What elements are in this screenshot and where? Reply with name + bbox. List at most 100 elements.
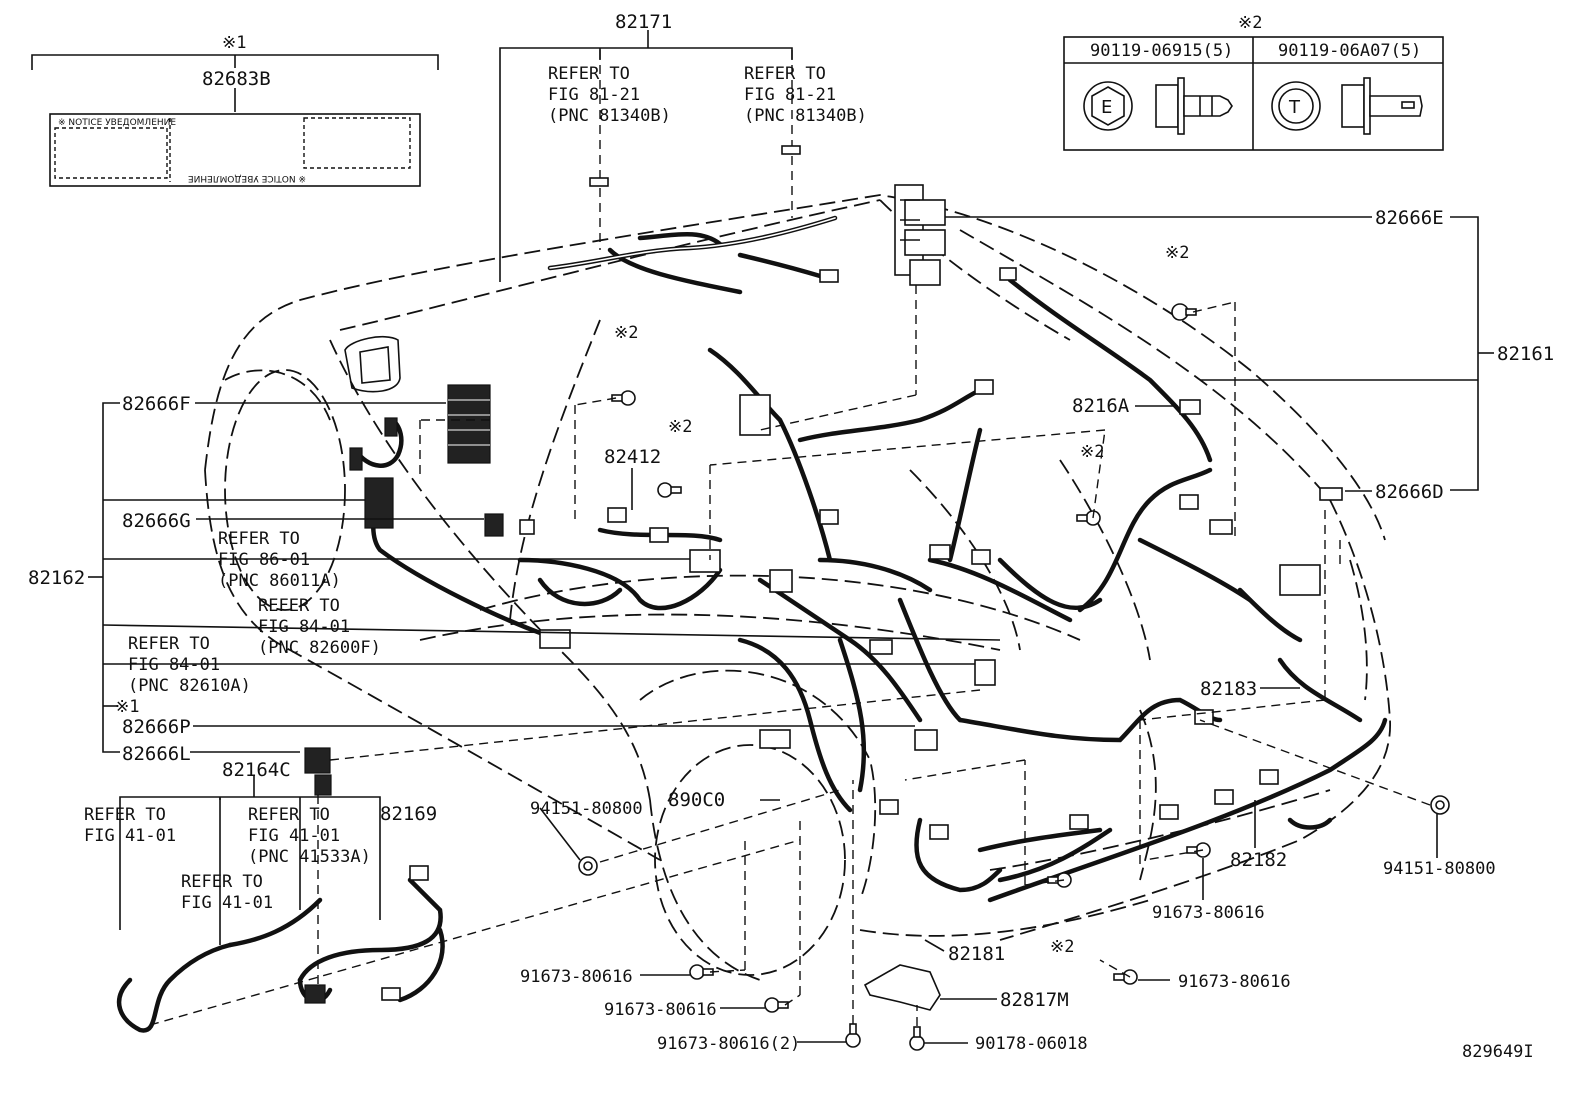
label-82162: 82162 xyxy=(28,567,85,589)
notice-text-top: ※ NOTICE УВЕДОМЛЕНИЕ xyxy=(58,118,176,128)
refer-81-a: REFER TO FIG 81-21 (PNC 81340B) xyxy=(548,64,671,126)
connector-group-center xyxy=(519,267,1321,840)
label-94151-left: 94151-80800 xyxy=(530,799,643,819)
harness-roof-82171 xyxy=(547,215,838,295)
label-82683B: 82683B xyxy=(202,68,271,90)
refer-84-a-l3: (PNC 82600F) xyxy=(258,638,381,658)
refer-86-l2: FIG 86-01 xyxy=(218,550,310,570)
label-91673-r1: 91673-80616 xyxy=(1152,903,1265,923)
label-82412: 82412 xyxy=(604,446,661,468)
label-91673-r2: 91673-80616 xyxy=(1178,972,1291,992)
bolt-table: 90119-06915(5) 90119-06A07(5) E T xyxy=(1063,36,1444,151)
label-82666E: 82666E xyxy=(1375,207,1444,229)
bolt-e-mark: E xyxy=(1101,97,1112,118)
label-890C0: 890C0 xyxy=(668,789,725,811)
label-82182: 82182 xyxy=(1230,849,1287,871)
harness-center xyxy=(707,347,1073,813)
refer-41-b-l2: FIG 41-01 xyxy=(248,826,340,846)
refer-41-c-l1: REFER TO xyxy=(181,872,263,892)
label-82666P: 82666P xyxy=(122,716,191,738)
label-mark2-a: ※2 xyxy=(1165,243,1189,263)
label-82161: 82161 xyxy=(1497,343,1554,365)
refer-81-a-l3: (PNC 81340B) xyxy=(548,106,671,126)
refer-84-b-l2: FIG 84-01 xyxy=(128,655,220,675)
refer-41-a-l2: FIG 41-01 xyxy=(84,826,176,846)
refer-81-b-l1: REFER TO xyxy=(744,64,826,84)
notice-text-bottom: ※ NOTICE УВЕДОМЛЕНИЕ xyxy=(188,173,306,183)
bolt-table-col2-header: 90119-06A07(5) xyxy=(1278,41,1421,61)
label-90178: 90178-06018 xyxy=(975,1034,1088,1054)
junction-block-82666F xyxy=(447,384,491,464)
refer-81-a-l1: REFER TO xyxy=(548,64,630,84)
bolts xyxy=(578,303,1450,1051)
refer-81-b: REFER TO FIG 81-21 (PNC 81340B) xyxy=(744,64,867,126)
connector-block-left xyxy=(349,417,398,529)
vehicle-body-outline xyxy=(204,194,1391,981)
label-mark2-d: ※2 xyxy=(1080,442,1104,462)
label-mark2-table: ※2 xyxy=(1238,13,1262,33)
bracket-82817M xyxy=(863,964,941,1011)
label-mark1-mid: ※1 xyxy=(115,697,139,717)
harness-sensor-82164C xyxy=(117,897,323,1033)
refer-81-b-l3: (PNC 81340B) xyxy=(744,106,867,126)
refer-blocks: REFER TO FIG 81-21 (PNC 81340B) REFER TO… xyxy=(84,64,867,913)
bolt-e-icon: E xyxy=(1083,77,1233,135)
refer-41-a-l1: REFER TO xyxy=(84,805,166,825)
refer-84-a: REFER TO FIG 84-01 (PNC 82600F) xyxy=(258,596,381,658)
refer-86-l3: (PNC 86011A) xyxy=(218,571,341,591)
refer-41-b: REFER TO FIG 41-01 (PNC 41533A) xyxy=(248,805,371,867)
label-91673-l1: 91673-80616 xyxy=(520,967,633,987)
label-mark2-c: ※2 xyxy=(668,417,692,437)
label-82181: 82181 xyxy=(948,943,1005,965)
leader-lines xyxy=(31,30,1494,1044)
label-8216A: 8216A xyxy=(1072,395,1130,417)
label-82666G: 82666G xyxy=(122,510,191,532)
refer-41-b-l3: (PNC 41533A) xyxy=(248,847,371,867)
refer-81-b-l2: FIG 81-21 xyxy=(744,85,836,105)
label-91673-l2: 91673-80616 xyxy=(604,1000,717,1020)
label-82183: 82183 xyxy=(1200,678,1257,700)
bracket-82164C xyxy=(304,747,332,796)
connector-82666D xyxy=(1319,487,1343,501)
harness-engine-82181 xyxy=(914,817,1103,893)
label-82817M: 82817M xyxy=(1000,989,1069,1011)
label-82164C: 82164C xyxy=(222,759,291,781)
figure-id: 829649I xyxy=(1462,1042,1534,1062)
refer-41-a: REFER TO FIG 41-01 xyxy=(84,805,176,846)
label-91673-qty: 91673-80616(2) xyxy=(657,1034,800,1054)
refer-41-c-l2: FIG 41-01 xyxy=(181,893,273,913)
label-mark2-b: ※2 xyxy=(614,323,638,343)
harness-front-82183 xyxy=(957,657,1363,743)
label-mark2-e: ※2 xyxy=(1050,937,1074,957)
bolt-table-col1-header: 90119-06915(5) xyxy=(1090,41,1233,61)
harness-right-82161 xyxy=(997,277,1303,643)
refer-86-l1: REFER TO xyxy=(218,529,300,549)
dashed-reference-lines xyxy=(149,50,1431,1026)
label-82666D: 82666D xyxy=(1375,481,1444,503)
label-94151-right: 94151-80800 xyxy=(1383,859,1496,879)
refer-84-a-l2: FIG 84-01 xyxy=(258,617,350,637)
sensor-connectors-82169 xyxy=(304,865,429,1004)
refer-81-a-l2: FIG 81-21 xyxy=(548,85,640,105)
refer-41-b-l1: REFER TO xyxy=(248,805,330,825)
part-labels: 82171 ※1 82683B ※2 82666E ※2 82161 ※2 82… xyxy=(28,11,1554,1062)
notice-label-82683B: ※ NOTICE УВЕДОМЛЕНИЕ ※ NOTICE УВЕДОМЛЕНИ… xyxy=(49,113,421,187)
bolt-t-icon: T xyxy=(1271,77,1423,135)
harness-sensor-82169 xyxy=(297,877,445,1003)
refer-41-c: REFER TO FIG 41-01 xyxy=(181,872,273,913)
refer-84-b: REFER TO FIG 84-01 (PNC 82610A) xyxy=(128,634,251,696)
label-82666F: 82666F xyxy=(122,393,191,415)
connector-8216A xyxy=(1179,399,1201,415)
label-82169: 82169 xyxy=(380,803,437,825)
label-82666L: 82666L xyxy=(122,743,191,765)
harness-bumper-82182 xyxy=(987,717,1388,903)
refer-84-b-l3: (PNC 82610A) xyxy=(128,676,251,696)
junction-block-82666E xyxy=(894,184,946,286)
connector-82666G xyxy=(484,513,504,537)
connector-clips-82171 xyxy=(589,145,801,187)
refer-86: REFER TO FIG 86-01 (PNC 86011A) xyxy=(218,529,341,591)
refer-84-b-l1: REFER TO xyxy=(128,634,210,654)
label-82171: 82171 xyxy=(615,11,672,33)
bolt-t-mark: T xyxy=(1288,97,1301,118)
